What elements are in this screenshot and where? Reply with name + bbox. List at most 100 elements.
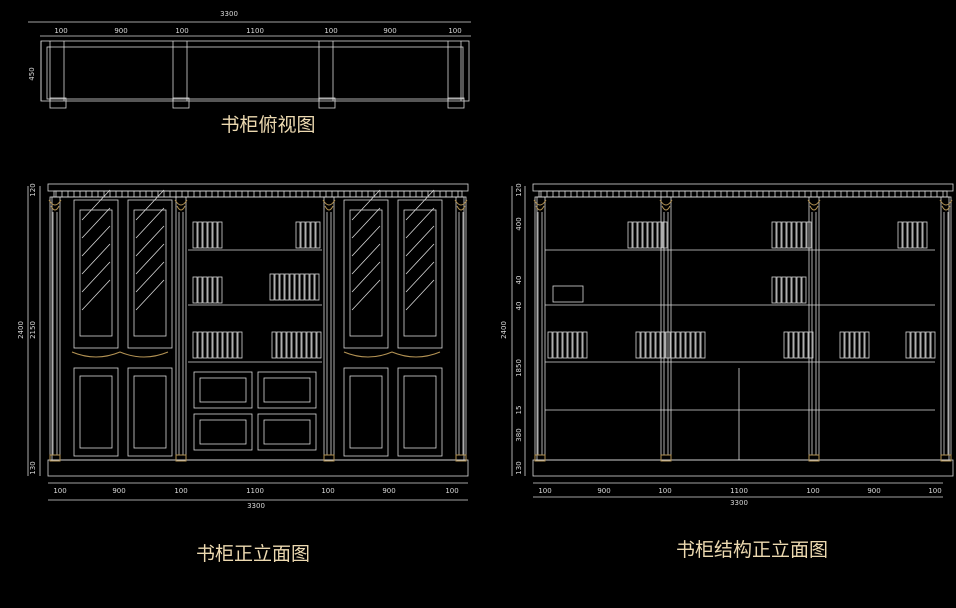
drawing-linework bbox=[27, 21, 954, 501]
book bbox=[849, 331, 855, 359]
front-elevation-title: 书柜正立面图 bbox=[196, 543, 310, 565]
book bbox=[771, 276, 777, 304]
structure-v-2: 400 bbox=[515, 217, 523, 230]
book bbox=[793, 331, 799, 359]
book bbox=[632, 221, 638, 249]
book bbox=[557, 331, 563, 359]
book bbox=[796, 276, 802, 304]
glass-hatch bbox=[405, 261, 435, 293]
cornice bbox=[532, 183, 954, 192]
book bbox=[700, 331, 706, 359]
book bbox=[645, 331, 651, 359]
book bbox=[305, 221, 311, 249]
top-view-dim-7: 100 bbox=[448, 27, 461, 35]
structure-elevation-title: 书柜结构正立面图 bbox=[676, 539, 828, 561]
front-height-base: 130 bbox=[29, 461, 37, 474]
pilaster bbox=[534, 196, 546, 461]
book bbox=[640, 331, 646, 359]
book bbox=[781, 221, 787, 249]
book bbox=[552, 331, 558, 359]
top-view-depth: 450 bbox=[28, 67, 36, 80]
pilaster-base bbox=[534, 454, 546, 462]
book bbox=[304, 273, 310, 301]
glass-hatch bbox=[135, 279, 165, 311]
structure-total-width: 3300 bbox=[730, 499, 748, 507]
top-view-title: 书柜俯视图 bbox=[220, 114, 315, 136]
book bbox=[207, 276, 213, 304]
book bbox=[207, 331, 213, 359]
book bbox=[902, 221, 908, 249]
top-view-dim-3: 100 bbox=[175, 27, 188, 35]
top-view-foot bbox=[172, 97, 190, 109]
book bbox=[637, 221, 643, 249]
book bbox=[301, 331, 307, 359]
book bbox=[197, 331, 203, 359]
front-dim-4: 1100 bbox=[246, 487, 264, 495]
book bbox=[786, 221, 792, 249]
book bbox=[922, 221, 928, 249]
structure-v-3: 40 bbox=[515, 276, 523, 285]
glass-hatch bbox=[351, 261, 381, 293]
book bbox=[635, 331, 641, 359]
capital-ornament bbox=[807, 199, 821, 211]
drawer bbox=[257, 371, 317, 409]
book bbox=[572, 331, 578, 359]
book bbox=[202, 331, 208, 359]
pilaster-base bbox=[455, 454, 467, 462]
glass-hatch bbox=[405, 189, 435, 221]
book bbox=[202, 276, 208, 304]
book bbox=[306, 331, 312, 359]
book bbox=[781, 276, 787, 304]
glass-hatch bbox=[405, 207, 435, 239]
book bbox=[310, 221, 316, 249]
box-item bbox=[552, 285, 584, 303]
drawer-panel bbox=[263, 419, 311, 445]
book bbox=[806, 221, 812, 249]
glass-panel bbox=[133, 209, 167, 337]
book bbox=[627, 221, 633, 249]
lower-door-panel bbox=[79, 375, 113, 449]
book bbox=[271, 331, 277, 359]
book bbox=[642, 221, 648, 249]
book bbox=[657, 221, 663, 249]
top-view-dim-6: 900 bbox=[383, 27, 396, 35]
book bbox=[915, 331, 921, 359]
book bbox=[289, 273, 295, 301]
book bbox=[197, 221, 203, 249]
book bbox=[577, 331, 583, 359]
glass-hatch bbox=[405, 225, 435, 257]
book bbox=[662, 221, 668, 249]
book bbox=[279, 273, 285, 301]
capital-ornament bbox=[174, 199, 188, 211]
glass-hatch bbox=[405, 243, 435, 275]
book bbox=[788, 331, 794, 359]
book bbox=[217, 331, 223, 359]
glass-hatch bbox=[351, 207, 381, 239]
book bbox=[801, 221, 807, 249]
pilaster bbox=[49, 196, 61, 461]
book bbox=[844, 331, 850, 359]
structure-dim-1: 100 bbox=[538, 487, 551, 495]
carcass bbox=[536, 196, 950, 461]
book bbox=[647, 221, 653, 249]
book bbox=[786, 276, 792, 304]
structure-v-4: 40 bbox=[515, 302, 523, 311]
book bbox=[859, 331, 865, 359]
glass-hatch bbox=[135, 225, 165, 257]
glass-hatch bbox=[351, 225, 381, 257]
book bbox=[276, 331, 282, 359]
glass-hatch bbox=[81, 189, 111, 221]
book bbox=[192, 276, 198, 304]
structure-dim-6: 900 bbox=[867, 487, 880, 495]
glass-hatch bbox=[81, 261, 111, 293]
structure-v-1: 120 bbox=[515, 183, 523, 196]
structure-dim-7: 100 bbox=[928, 487, 941, 495]
book bbox=[284, 273, 290, 301]
book bbox=[783, 331, 789, 359]
book bbox=[854, 331, 860, 359]
book bbox=[315, 221, 321, 249]
book bbox=[274, 273, 280, 301]
structure-v-5: 1850 bbox=[515, 359, 523, 377]
pilaster bbox=[808, 196, 820, 461]
